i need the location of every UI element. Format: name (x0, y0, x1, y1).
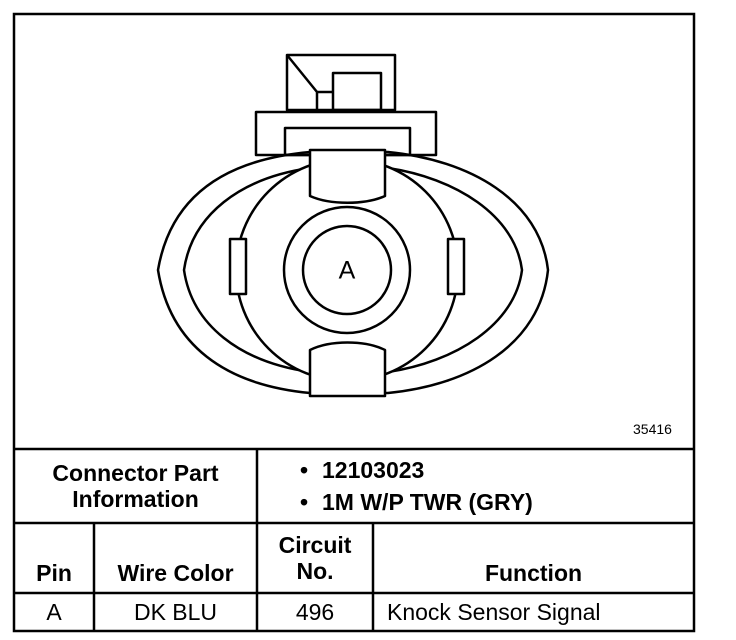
terminal-ring-mid (282, 205, 412, 335)
tower-outer (254, 110, 438, 157)
reference-number: 35416 (633, 421, 672, 437)
row-function: Knock Sensor Signal (387, 598, 601, 625)
part-info-item: • 12103023 (300, 454, 533, 486)
header-circuit-line1: Circuit (278, 531, 352, 558)
connector-drawing (156, 53, 550, 398)
part-info-item: • 1M W/P TWR (GRY) (300, 486, 533, 518)
header-function: Function (484, 559, 583, 586)
side-tab-right (446, 237, 466, 296)
latch-inner (331, 71, 383, 112)
key-top (308, 148, 387, 204)
terminal-ring-inner (301, 224, 393, 316)
header-pin: Pin (36, 559, 72, 586)
latch-ramp (286, 54, 319, 110)
connector-type: 1M W/P TWR (GRY) (322, 488, 533, 515)
pin-a-label: A (338, 256, 356, 285)
part-info-label-line1: Connector Part (52, 459, 219, 486)
part-number: 12103023 (322, 456, 425, 483)
part-info-label: Connector Part Information (14, 449, 257, 523)
latch-outer (285, 53, 397, 112)
part-info-label-line2: Information (72, 486, 199, 512)
header-circuit-line2: No. (296, 558, 334, 584)
part-info-list: • 12103023 • 1M W/P TWR (GRY) (300, 454, 533, 518)
outer-frame (12, 12, 696, 633)
bullet-icon: • (300, 456, 309, 483)
row-wire-color: DK BLU (133, 598, 218, 625)
bullet-icon: • (300, 488, 309, 515)
side-tab-left (228, 237, 248, 296)
key-bottom (308, 341, 387, 398)
row-circuit: 496 (295, 598, 335, 625)
header-wire-color: Wire Color (117, 559, 234, 586)
connector-body-outer (156, 150, 550, 395)
header-circuit-no: Circuit No. (257, 527, 373, 589)
row-pin: A (46, 598, 62, 625)
